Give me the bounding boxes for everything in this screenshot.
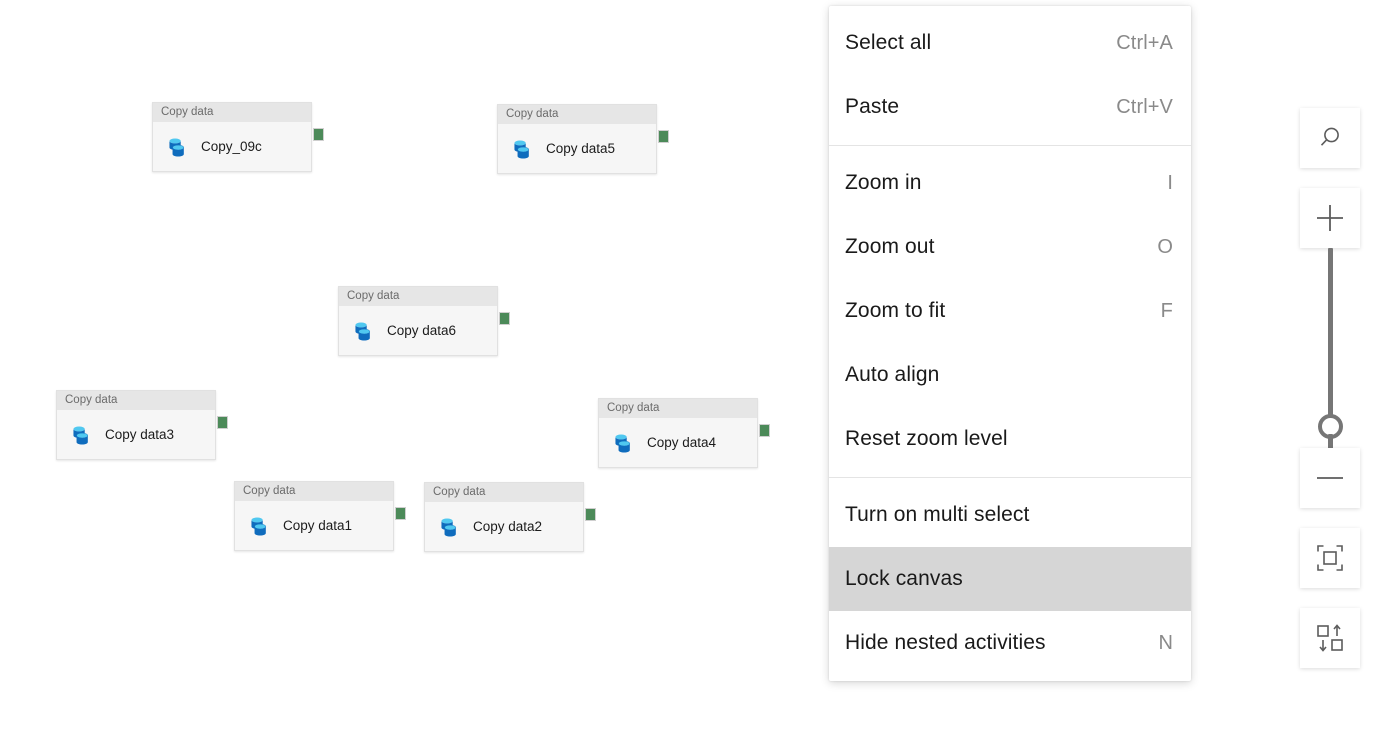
activity-node-label: Copy data5	[546, 141, 616, 156]
menu-item-zoom-out[interactable]: Zoom out O	[829, 215, 1191, 279]
activity-node[interactable]: Copy data Copy data1	[234, 481, 394, 551]
menu-item-label: Lock canvas	[845, 567, 963, 590]
search-icon	[1320, 127, 1339, 146]
auto-align-button[interactable]	[1300, 608, 1360, 668]
menu-item-auto-align[interactable]: Auto align	[829, 343, 1191, 407]
zoom-in-icon	[1317, 205, 1343, 231]
menu-item-lock-canvas[interactable]: Lock canvas	[829, 547, 1191, 611]
search-button[interactable]	[1300, 108, 1360, 168]
menu-item-hide-nested-activities[interactable]: Hide nested activities N	[829, 611, 1191, 675]
node-output-connector[interactable]	[395, 507, 406, 520]
zoom-to-fit-button[interactable]	[1300, 528, 1360, 588]
activity-node[interactable]: Copy data Copy data3	[56, 390, 216, 460]
menu-item-label: Auto align	[845, 363, 940, 386]
zoom-in-button[interactable]	[1300, 188, 1360, 248]
copy-data-icon	[441, 518, 457, 537]
activity-node-label: Copy data6	[387, 323, 457, 338]
activity-node-type: Copy data	[498, 105, 656, 124]
activity-node[interactable]: Copy data Copy data4	[598, 398, 758, 468]
activity-node-body: Copy data3	[57, 410, 215, 459]
menu-item-shortcut: O	[1157, 235, 1173, 258]
menu-item-label: Hide nested activities	[845, 631, 1046, 654]
activity-node[interactable]: Copy data Copy_09c	[152, 102, 312, 172]
zoom-out-button[interactable]	[1300, 448, 1360, 508]
activity-node-type: Copy data	[153, 103, 311, 122]
activity-node-label: Copy data4	[647, 435, 717, 450]
menu-item-shortcut: F	[1160, 299, 1173, 322]
zoom-toolbar[interactable]	[1300, 108, 1360, 668]
copy-data-icon	[514, 140, 530, 159]
activity-node[interactable]: Copy data Copy data5	[497, 104, 657, 174]
menu-item-shortcut: Ctrl+A	[1116, 31, 1173, 54]
menu-item-label: Reset zoom level	[845, 427, 1008, 450]
copy-data-icon	[251, 517, 267, 536]
zoom-out-icon	[1317, 477, 1343, 479]
node-output-connector[interactable]	[499, 312, 510, 325]
zoom-slider-track-upper[interactable]	[1328, 248, 1333, 428]
activity-node[interactable]: Copy data Copy data2	[424, 482, 584, 552]
menu-item-zoom-in[interactable]: Zoom in I	[829, 151, 1191, 215]
activity-node-type: Copy data	[599, 399, 757, 418]
activity-node-label: Copy data1	[283, 518, 353, 533]
activity-node-label: Copy data3	[105, 427, 175, 442]
activity-node-type: Copy data	[57, 391, 215, 410]
activity-node-type: Copy data	[235, 482, 393, 501]
copy-data-icon	[355, 322, 371, 341]
activity-node-body: Copy_09c	[153, 122, 311, 171]
node-output-connector[interactable]	[217, 416, 228, 429]
activity-node-type: Copy data	[425, 483, 583, 502]
activity-node-body: Copy data6	[339, 306, 497, 355]
node-output-connector[interactable]	[313, 128, 324, 141]
menu-item-select-all[interactable]: Select all Ctrl+A	[829, 11, 1191, 75]
zoom-to-fit-icon	[1317, 545, 1343, 571]
node-output-connector[interactable]	[759, 424, 770, 437]
menu-item-zoom-to-fit[interactable]: Zoom to fit F	[829, 279, 1191, 343]
activity-node-body: Copy data4	[599, 418, 757, 467]
activity-node[interactable]: Copy data Copy data6	[338, 286, 498, 356]
node-output-connector[interactable]	[658, 130, 669, 143]
menu-item-label: Zoom in	[845, 171, 922, 194]
copy-data-icon	[169, 138, 185, 157]
node-output-connector[interactable]	[585, 508, 596, 521]
auto-align-icon	[1317, 624, 1343, 652]
copy-data-icon	[615, 434, 631, 453]
copy-data-icon	[73, 426, 89, 445]
zoom-slider-track-lower[interactable]	[1328, 434, 1333, 450]
menu-item-shortcut: I	[1167, 171, 1173, 194]
menu-item-label: Zoom to fit	[845, 299, 946, 322]
menu-item-shortcut: Ctrl+V	[1116, 95, 1173, 118]
activity-node-label: Copy_09c	[201, 139, 262, 154]
menu-separator	[829, 145, 1191, 146]
activity-node-type: Copy data	[339, 287, 497, 306]
menu-item-paste[interactable]: Paste Ctrl+V	[829, 75, 1191, 139]
activity-node-body: Copy data2	[425, 502, 583, 551]
menu-item-turn-on-multi-select[interactable]: Turn on multi select	[829, 483, 1191, 547]
activity-node-body: Copy data1	[235, 501, 393, 550]
menu-item-label: Zoom out	[845, 235, 935, 258]
activity-node-body: Copy data5	[498, 124, 656, 173]
menu-item-shortcut: N	[1158, 631, 1173, 654]
activity-node-label: Copy data2	[473, 519, 543, 534]
menu-item-label: Paste	[845, 95, 900, 118]
menu-item-label: Turn on multi select	[845, 503, 1030, 526]
menu-item-label: Select all	[845, 31, 932, 54]
menu-item-reset-zoom-level[interactable]: Reset zoom level	[829, 407, 1191, 471]
menu-separator	[829, 477, 1191, 478]
